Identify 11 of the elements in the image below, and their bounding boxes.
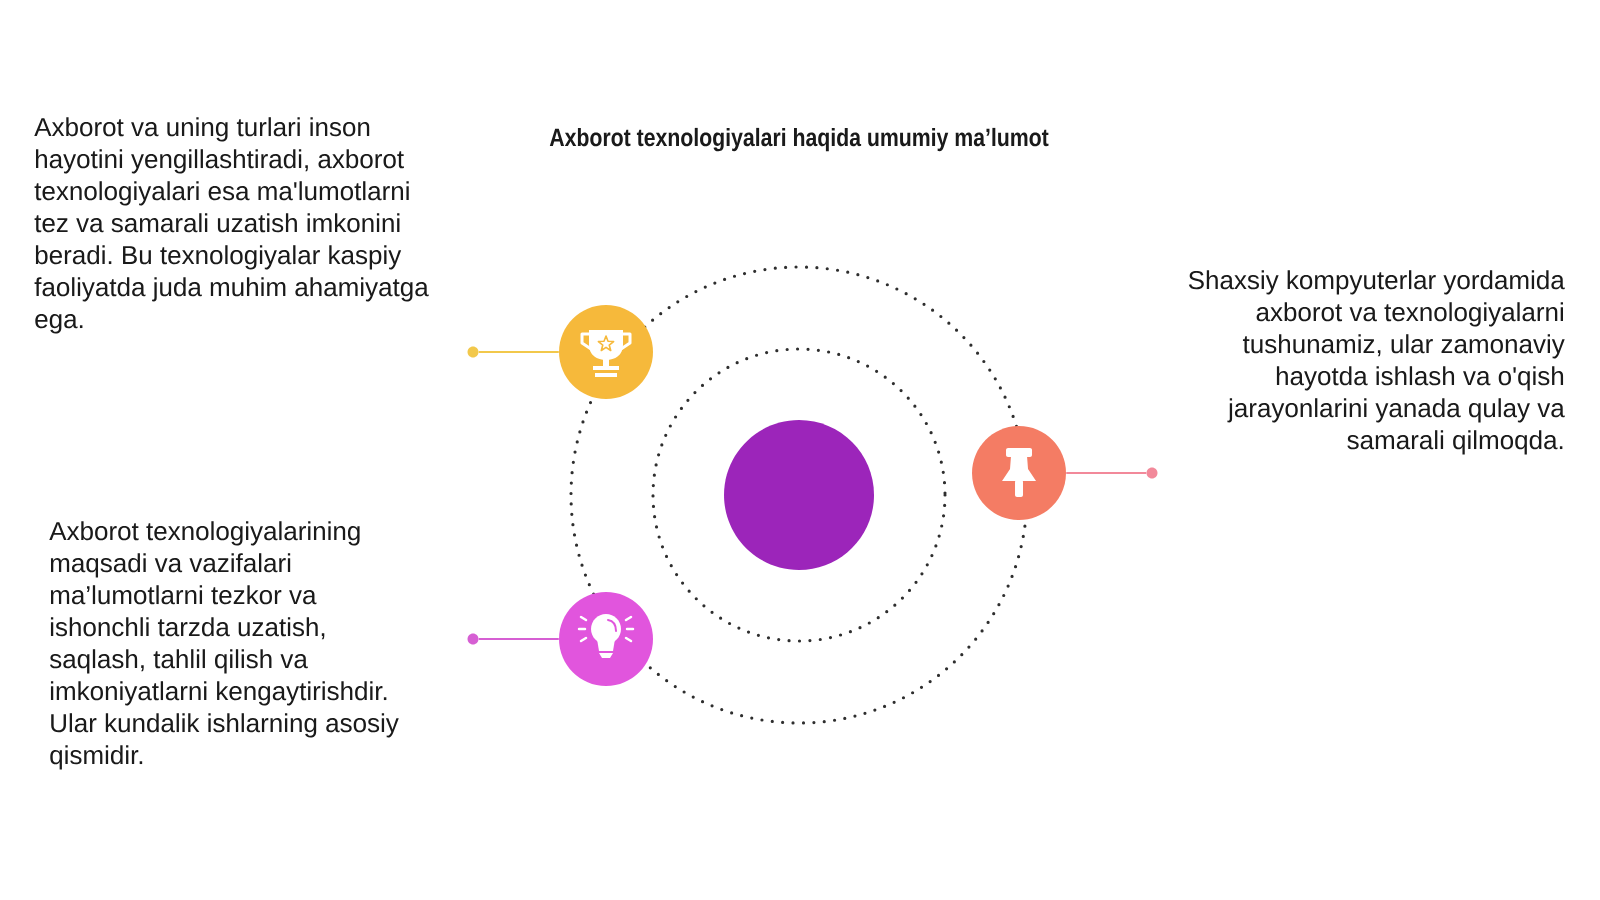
paragraph: Axborot va uning turlari inson hayotini yengillashtiradi, axborot texnologiyalari esa ma'lumotlarni tez va samarali uzatish imkonini beradi. Bu texnologiyalar kaspiy faoliyatda juda muhim ahamiyatga ega. xyxy=(34,117,429,334)
leader-line xyxy=(1065,472,1148,474)
hub-circle xyxy=(724,420,874,570)
paragraph: Shaxsiy kompyuterlar yordamida axborot va texnologiyalarni tushunamiz, ular zamonaviy hayotda ishlash va o'qish jarayonlarini yanada qulay va samarali qilmoqda. xyxy=(1188,270,1565,455)
paragraph: Axborot texnologiyalarining maqsadi va vazifalari ma’lumotlarni tezkor va ishonchli tarzda uzatish, saqlash, tahlil qilish va imkoniyatlarni kengaytirishdir. Ular kundalik ishlarning asosiy qismidir. xyxy=(49,521,399,770)
pushpin-icon xyxy=(972,426,1066,520)
lightbulb-icon xyxy=(559,592,653,686)
title: Axborot texnologiyalari haqida umumiy ma’lumot xyxy=(549,127,1049,152)
trophy-icon xyxy=(559,305,653,399)
leader-line xyxy=(477,638,560,640)
leader-line xyxy=(477,351,560,353)
